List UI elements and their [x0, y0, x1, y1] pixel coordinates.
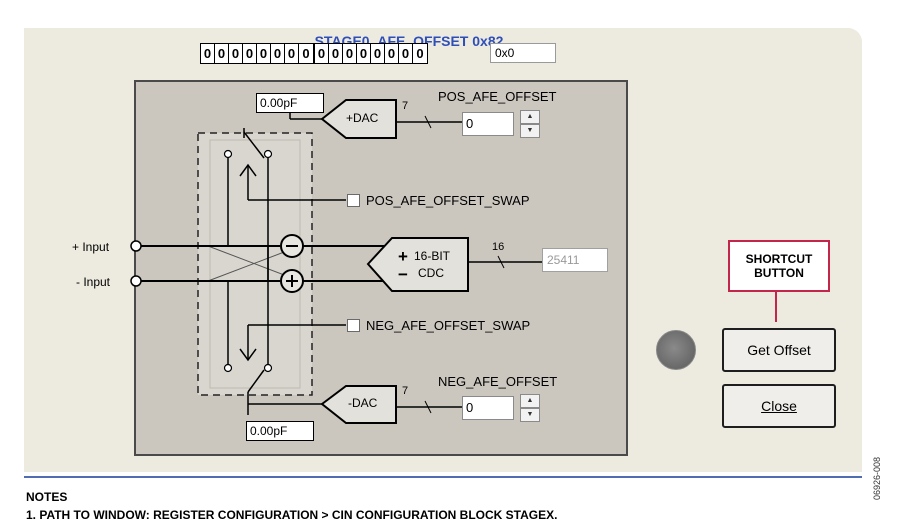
neg-bus-width: 7 [402, 385, 409, 397]
bit-group-low: 0 0 0 0 0 0 0 0 [313, 44, 427, 63]
register-bit[interactable]: 0 [315, 44, 329, 63]
figure-id: 06926-008 [872, 456, 882, 500]
neg-offset-spinner[interactable]: 0 ▲ ▼ [462, 394, 540, 422]
cdc-plus-sign: + [398, 247, 408, 266]
callout-line2: BUTTON [754, 266, 804, 280]
register-hex-field[interactable]: 0x0 [490, 43, 556, 63]
cdc-minus-sign: − [398, 265, 408, 284]
register-bit[interactable]: 0 [229, 44, 243, 63]
minus-input-label: - Input [76, 275, 111, 289]
cdc-block [366, 237, 469, 292]
status-led-icon [656, 330, 696, 370]
register-bit[interactable]: 0 [271, 44, 285, 63]
register-bit[interactable]: 0 [215, 44, 229, 63]
bit-group-high: 0 0 0 0 0 0 0 0 [201, 44, 313, 63]
pos-offset-spinner[interactable]: 0 ▲ ▼ [462, 110, 540, 138]
register-bit[interactable]: 0 [416, 46, 424, 61]
neg-dac-label: -DAC [348, 396, 378, 410]
plus-input-label: + Input [72, 240, 110, 254]
register-bit[interactable]: 0 [257, 44, 271, 63]
pos-offset-up-icon[interactable]: ▲ [520, 110, 540, 124]
divider [24, 476, 862, 478]
register-bit[interactable]: 0 [343, 44, 357, 63]
neg-offset-up-icon[interactable]: ▲ [520, 394, 540, 408]
plus-input-node [130, 240, 142, 252]
register-bit-field: 0 0 0 0 0 0 0 0 0 0 0 0 0 0 0 0 [200, 43, 428, 64]
register-bit[interactable]: 0 [285, 44, 299, 63]
notes-item-1: 1. PATH TO WINDOW: REGISTER CONFIGURATIO… [26, 508, 558, 522]
neg-offset-arrows[interactable]: ▲ ▼ [520, 394, 540, 422]
cdc-result-field: 25411 [542, 248, 608, 272]
register-bit[interactable]: 0 [357, 44, 371, 63]
neg-offset-input[interactable]: 0 [462, 396, 514, 420]
register-bit[interactable]: 0 [385, 44, 399, 63]
minus-input-node [130, 275, 142, 287]
register-bit[interactable]: 0 [371, 44, 385, 63]
get-offset-button[interactable]: Get Offset [722, 328, 836, 372]
pos-dac-label: +DAC [346, 111, 379, 125]
close-button[interactable]: Close [722, 384, 836, 428]
neg-offset-down-icon[interactable]: ▼ [520, 408, 540, 422]
cdc-label-line2: CDC [418, 266, 444, 280]
neg-swap-box[interactable] [347, 319, 360, 332]
neg-dac-block [320, 385, 397, 424]
neg-cap-field[interactable]: 0.00pF [246, 421, 314, 441]
notes-heading: NOTES [26, 490, 68, 504]
register-bit[interactable]: 0 [201, 44, 215, 63]
cdc-bus-width: 16 [492, 241, 505, 253]
pos-offset-down-icon[interactable]: ▼ [520, 124, 540, 138]
pos-offset-input[interactable]: 0 [462, 112, 514, 136]
register-bit[interactable]: 0 [302, 46, 310, 61]
register-bit[interactable]: 0 [399, 44, 413, 63]
neg-swap-checkbox[interactable]: NEG_AFE_OFFSET_SWAP [347, 318, 530, 333]
neg-offset-label: NEG_AFE_OFFSET [438, 374, 558, 389]
shortcut-callout: SHORTCUT BUTTON [728, 240, 830, 292]
register-bit[interactable]: 0 [329, 44, 343, 63]
pos-bus-width: 7 [402, 100, 409, 112]
cdc-label-line1: 16-BIT [414, 249, 451, 263]
pos-offset-label: POS_AFE_OFFSET [438, 89, 557, 104]
pos-cap-field[interactable]: 0.00pF [256, 93, 324, 113]
neg-swap-label: NEG_AFE_OFFSET_SWAP [366, 318, 531, 333]
pos-offset-arrows[interactable]: ▲ ▼ [520, 110, 540, 138]
callout-line1: SHORTCUT [745, 252, 813, 266]
pos-swap-label: POS_AFE_OFFSET_SWAP [366, 193, 530, 208]
pos-swap-checkbox[interactable]: POS_AFE_OFFSET_SWAP [347, 193, 530, 208]
pos-dac-block [320, 99, 397, 139]
register-bit[interactable]: 0 [243, 44, 257, 63]
pos-swap-box[interactable] [347, 194, 360, 207]
